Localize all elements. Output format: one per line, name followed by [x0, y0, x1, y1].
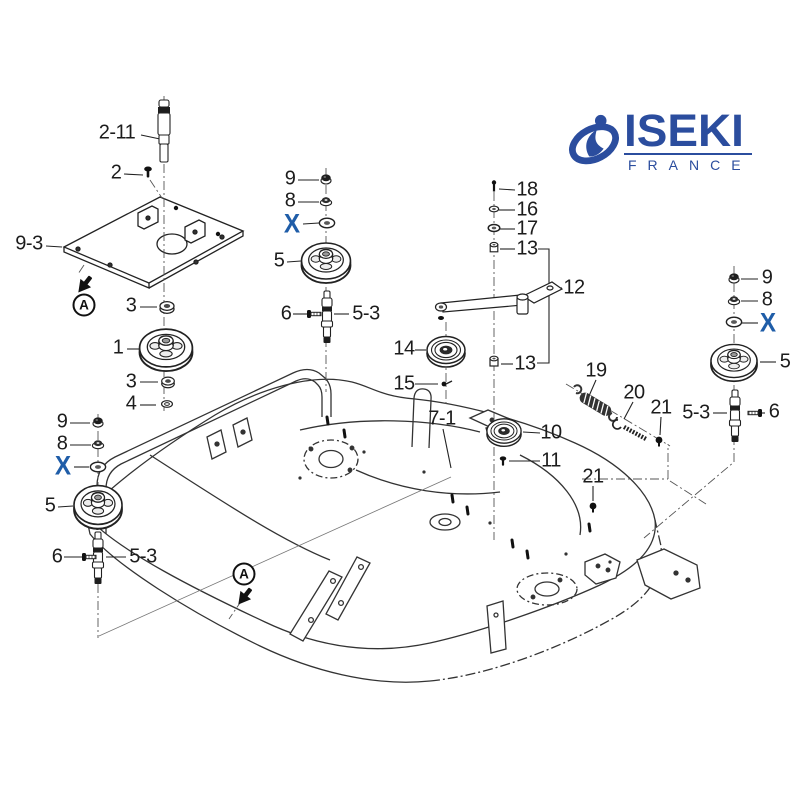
spindle-boss-left: [303, 439, 359, 479]
nut-9-middle: [320, 173, 332, 185]
logo-subtitle-text: FRANCE: [624, 153, 752, 173]
logo-brand-text: ISEKI: [624, 105, 744, 156]
pulley-10: [486, 418, 522, 448]
washer-x-right: [725, 316, 743, 328]
nut-8-right: [727, 295, 741, 306]
bolt-6-right: [747, 408, 763, 418]
pulley-5-right: [710, 343, 758, 383]
nut-3-lower: [161, 376, 175, 389]
pulley-5-middle: [300, 242, 352, 284]
washer-x-middle: [318, 217, 336, 229]
washer-16: [488, 205, 500, 213]
nut-13-upper: [489, 241, 499, 253]
iseki-emblem-icon: [568, 110, 620, 173]
nut-21-upper: [655, 436, 663, 447]
deck-wing-bracket: [636, 548, 701, 600]
spindle-shaft-2-11: [157, 99, 171, 163]
idler-arm-12: [434, 281, 564, 320]
pulley-1: [138, 328, 194, 373]
nut-8-middle: [319, 196, 333, 207]
bolt-15: [441, 380, 453, 387]
iseki-logo: ISEKI FRANCE: [568, 105, 800, 173]
spindle-5-3-middle: [320, 290, 334, 344]
rod-20: [612, 419, 648, 441]
projection-lines: [98, 476, 452, 637]
mower-deck-body: [85, 368, 701, 683]
view-arrow-icon: [73, 272, 96, 297]
pulley-5-left: [73, 484, 123, 530]
washer-4: [161, 400, 173, 408]
washer-x-left: [89, 461, 107, 473]
nut-9-left: [92, 416, 104, 428]
spindle-5-3-right: [728, 389, 742, 443]
nut-8-left: [91, 439, 105, 450]
washer-17: [487, 223, 501, 233]
nut-9-right: [728, 272, 740, 284]
bolt-2: [144, 166, 152, 178]
deck-hanger-arms: [289, 556, 507, 654]
leader-lines: [45, 134, 776, 558]
spring-19: [573, 384, 618, 422]
spindle-boss-right: [516, 572, 578, 606]
deck-studs: [325, 415, 592, 560]
pulley-14: [426, 335, 466, 368]
nut-13-lower: [489, 355, 499, 367]
bolt-6-middle: [306, 309, 322, 319]
mounting-plate: [62, 196, 245, 289]
spindle-boss-center: [429, 513, 461, 531]
nut-3-upper: [159, 300, 175, 315]
pin-18: [491, 180, 497, 192]
